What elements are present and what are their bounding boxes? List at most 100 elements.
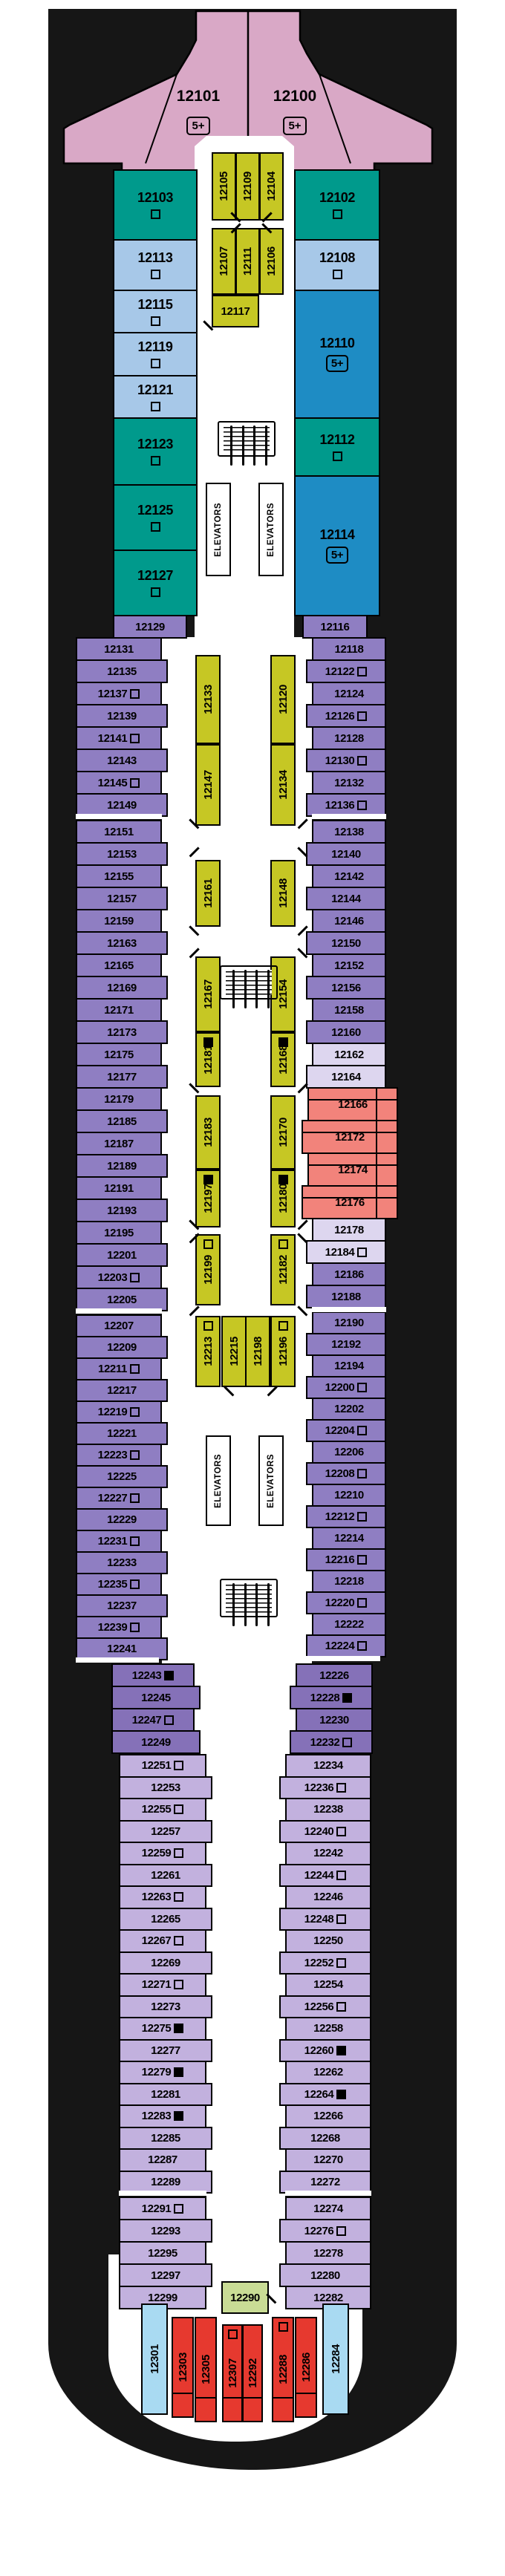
cabin-12151[interactable]: 12151 xyxy=(76,820,162,844)
cabin-12268[interactable]: 12268 xyxy=(279,2126,371,2150)
cabin-12223[interactable]: 12223 xyxy=(76,1444,162,1467)
cabin-12219[interactable]: 12219 xyxy=(76,1401,162,1424)
cabin-12134[interactable]: 12134 xyxy=(270,744,296,826)
cabin-12163[interactable]: 12163 xyxy=(76,931,168,955)
cabin-12258[interactable]: 12258 xyxy=(285,2017,371,2041)
cabin-12248[interactable]: 12248 xyxy=(279,1907,371,1931)
cabin-12127[interactable]: 12127 xyxy=(113,550,198,616)
cabin-12158[interactable]: 12158 xyxy=(312,998,386,1022)
cabin-12307[interactable]: 12307 xyxy=(222,2324,243,2422)
cabin-12255[interactable]: 12255 xyxy=(119,1798,206,1822)
cabin-12166[interactable]: 12166 xyxy=(307,1087,398,1121)
cabin-12217[interactable]: 12217 xyxy=(76,1379,168,1402)
cabin-12235[interactable]: 12235 xyxy=(76,1573,162,1596)
cabin-12137[interactable]: 12137 xyxy=(76,682,162,705)
cabin-12161[interactable]: 12161 xyxy=(195,860,221,927)
cabin-12193[interactable]: 12193 xyxy=(76,1199,168,1222)
cabin-12111[interactable]: 12111 xyxy=(235,228,260,295)
cabin-12186[interactable]: 12186 xyxy=(312,1262,386,1286)
cabin-12208[interactable]: 12208 xyxy=(306,1462,386,1485)
cabin-12128[interactable]: 12128 xyxy=(312,726,386,750)
cabin-12265[interactable]: 12265 xyxy=(119,1907,212,1931)
cabin-12176[interactable]: 12176 xyxy=(302,1185,398,1219)
cabin-12185[interactable]: 12185 xyxy=(76,1109,168,1133)
cabin-12179[interactable]: 12179 xyxy=(76,1087,162,1111)
cabin-12283[interactable]: 12283 xyxy=(119,2104,206,2128)
cabin-12170[interactable]: 12170 xyxy=(270,1095,296,1170)
cabin-12195[interactable]: 12195 xyxy=(76,1221,162,1245)
cabin-12269[interactable]: 12269 xyxy=(119,1951,212,1975)
cabin-12139[interactable]: 12139 xyxy=(76,704,168,728)
cabin-12209[interactable]: 12209 xyxy=(76,1336,168,1359)
cabin-12262[interactable]: 12262 xyxy=(285,2061,371,2084)
cabin-12214[interactable]: 12214 xyxy=(312,1527,386,1550)
cabin-12239[interactable]: 12239 xyxy=(76,1616,162,1639)
cabin-12199[interactable]: 12199 xyxy=(195,1234,221,1305)
cabin-12159[interactable]: 12159 xyxy=(76,909,162,933)
cabin-12174[interactable]: 12174 xyxy=(307,1152,398,1187)
cabin-12200[interactable]: 12200 xyxy=(306,1376,386,1399)
cabin-12207[interactable]: 12207 xyxy=(76,1314,162,1337)
cabin-12108[interactable]: 12108 xyxy=(294,239,380,291)
cabin-12204[interactable]: 12204 xyxy=(306,1419,386,1442)
cabin-12284[interactable]: 12284 xyxy=(322,2303,349,2415)
cabin-12155[interactable]: 12155 xyxy=(76,864,162,888)
cabin-12211[interactable]: 12211 xyxy=(76,1357,162,1380)
cabin-12122[interactable]: 12122 xyxy=(306,659,386,683)
cabin-12168[interactable]: 12168 xyxy=(270,1032,296,1087)
cabin-12273[interactable]: 12273 xyxy=(119,1995,212,2018)
cabin-12301[interactable]: 12301 xyxy=(141,2303,168,2415)
cabin-12228[interactable]: 12228 xyxy=(290,1686,373,1709)
cabin-12107[interactable]: 12107 xyxy=(212,228,236,295)
cabin-12121[interactable]: 12121 xyxy=(113,375,198,419)
cabin-12271[interactable]: 12271 xyxy=(119,1973,206,1997)
cabin-12124[interactable]: 12124 xyxy=(312,682,386,705)
cabin-12177[interactable]: 12177 xyxy=(76,1065,168,1089)
cabin-12148[interactable]: 12148 xyxy=(270,860,296,927)
cabin-12112[interactable]: 12112 xyxy=(294,417,380,477)
cabin-12247[interactable]: 12247 xyxy=(111,1708,195,1732)
cabin-12104[interactable]: 12104 xyxy=(259,152,284,221)
cabin-12147[interactable]: 12147 xyxy=(195,744,221,826)
cabin-12202[interactable]: 12202 xyxy=(312,1398,386,1421)
cabin-12286[interactable]: 12286 xyxy=(295,2317,317,2418)
cabin-12129[interactable]: 12129 xyxy=(113,615,187,639)
cabin-12260[interactable]: 12260 xyxy=(279,2038,371,2062)
cabin-12144[interactable]: 12144 xyxy=(306,887,386,910)
cabin-12263[interactable]: 12263 xyxy=(119,1885,206,1909)
cabin-12267[interactable]: 12267 xyxy=(119,1929,206,1953)
cabin-12102[interactable]: 12102 xyxy=(294,169,380,241)
cabin-12276[interactable]: 12276 xyxy=(279,2219,371,2243)
cabin-12256[interactable]: 12256 xyxy=(279,1995,371,2018)
cabin-12237[interactable]: 12237 xyxy=(76,1594,168,1617)
cabin-12140[interactable]: 12140 xyxy=(306,842,386,866)
cabin-12138[interactable]: 12138 xyxy=(312,820,386,844)
cabin-12242[interactable]: 12242 xyxy=(285,1842,371,1865)
cabin-12291[interactable]: 12291 xyxy=(119,2197,206,2220)
cabin-12305[interactable]: 12305 xyxy=(195,2317,217,2422)
cabin-12198[interactable]: 12198 xyxy=(245,1316,270,1387)
cabin-12270[interactable]: 12270 xyxy=(285,2148,371,2172)
cabin-12123[interactable]: 12123 xyxy=(113,417,198,486)
cabin-12116[interactable]: 12116 xyxy=(302,615,368,639)
cabin-12250[interactable]: 12250 xyxy=(285,1929,371,1953)
cabin-12266[interactable]: 12266 xyxy=(285,2104,371,2128)
cabin-12251[interactable]: 12251 xyxy=(119,1754,206,1778)
cabin-12178[interactable]: 12178 xyxy=(312,1218,386,1242)
cabin-12227[interactable]: 12227 xyxy=(76,1487,162,1510)
cabin-12212[interactable]: 12212 xyxy=(306,1505,386,1528)
cabin-12241[interactable]: 12241 xyxy=(76,1637,168,1660)
cabin-12303[interactable]: 12303 xyxy=(172,2317,194,2418)
cabin-12216[interactable]: 12216 xyxy=(306,1548,386,1571)
cabin-12117[interactable]: 12117 xyxy=(212,295,259,327)
cabin-12141[interactable]: 12141 xyxy=(76,726,162,750)
cabin-12259[interactable]: 12259 xyxy=(119,1842,206,1865)
cabin-12225[interactable]: 12225 xyxy=(76,1465,168,1488)
cabin-12229[interactable]: 12229 xyxy=(76,1508,168,1531)
cabin-12231[interactable]: 12231 xyxy=(76,1530,162,1553)
cabin-12157[interactable]: 12157 xyxy=(76,887,168,910)
cabin-12252[interactable]: 12252 xyxy=(279,1951,371,1975)
cabin-12243[interactable]: 12243 xyxy=(111,1663,195,1687)
